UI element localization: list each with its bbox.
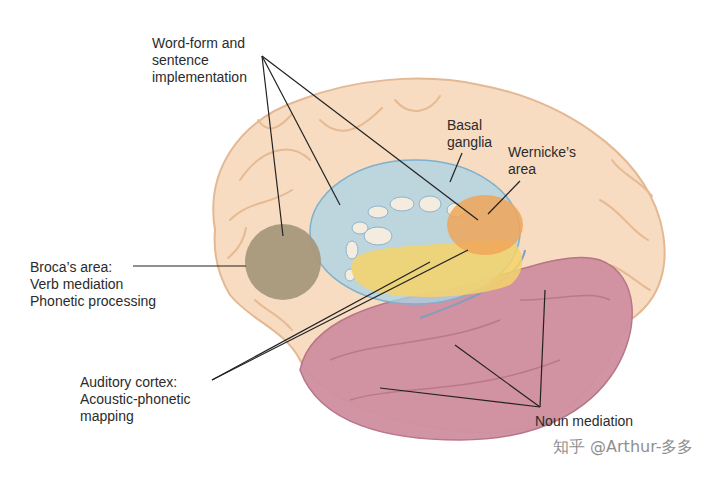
region-label: Acoustic-phonetic mapping	[80, 391, 220, 425]
region-label: Basal ganglia	[447, 117, 507, 151]
region-label: Verb mediation	[30, 276, 140, 293]
watermark: 知乎 @Arthur-多多	[553, 438, 713, 455]
region-label: Auditory cortex:	[80, 374, 220, 391]
brain-gyri	[228, 96, 652, 330]
region-label: Wernicke’s area	[508, 144, 590, 178]
wernicke-region	[447, 195, 523, 255]
region-label: Word-form and sentence implementation	[152, 35, 264, 86]
temporal-gyri	[330, 296, 610, 400]
region-label: Broca’s area:	[30, 259, 140, 276]
region-label: Phonetic processing	[30, 293, 170, 310]
leader-lines	[133, 56, 545, 407]
region-label: Noun mediation	[535, 413, 655, 430]
